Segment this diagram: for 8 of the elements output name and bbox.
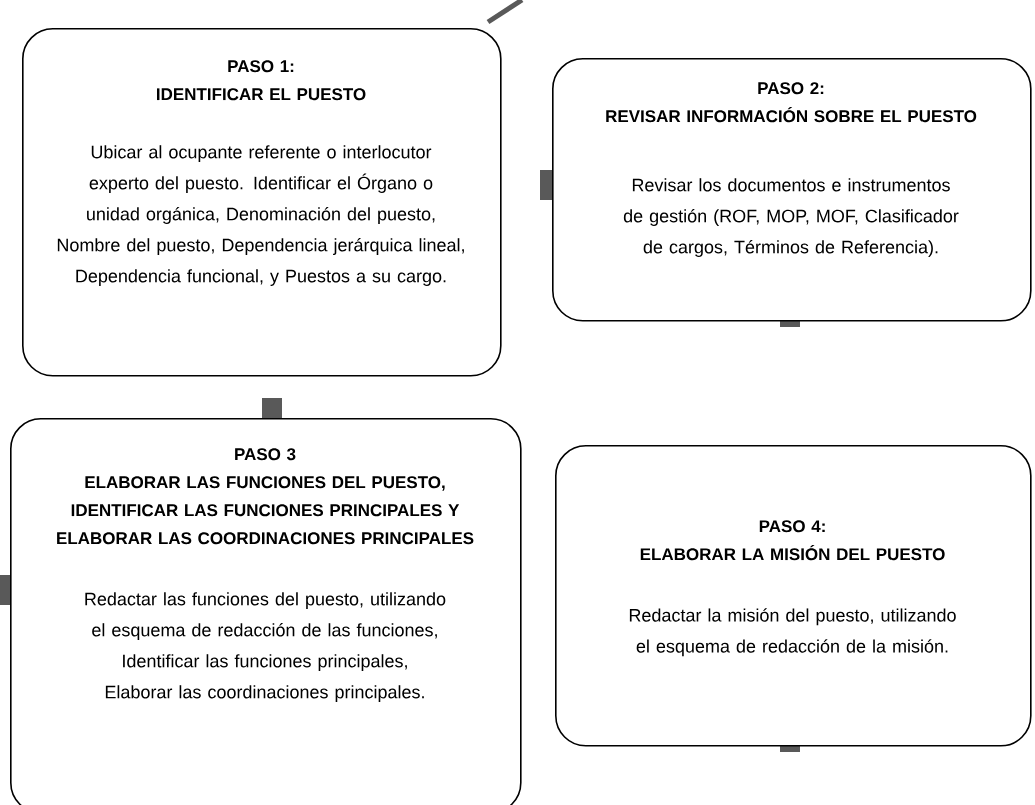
step-description: Revisar los documentos e instrumentos de gestión (ROF, MOP, MOF, Clasificador de cargos, Términos de Referencia).: [623, 178, 959, 257]
step-description: Redactar las funciones del puesto, utilizando el esquema de redacción de las funciones, Identificar las funciones principales, Elaborar las coordinaciones principales.: [85, 592, 446, 702]
step-heading: PASO 1: IDENTIFICAR EL PUESTO: [157, 60, 366, 101]
step-heading: PASO 4: ELABORAR LA MISIÓN DEL PUESTO: [640, 520, 945, 561]
step-heading: PASO 2: REVISAR INFORMACIÓN SOBRE EL PUESTO: [606, 82, 977, 123]
step-heading: PASO 3 ELABORAR LAS FUNCIONES DEL PUESTO, IDENTIFICAR LAS FUNCIONES PRINCIPALES Y ELABORAR LAS COORDINACIONES PRINCIPALES: [57, 448, 474, 545]
step-description: Redactar la misión del puesto, utilizando el esquema de redacción de la misión.: [629, 608, 956, 657]
step-description: Ubicar al ocupante referente o interlocutor experto del puesto. Identificar el Órgano o unidad orgánica, Denominación del puesto, Nombre del puesto, Dependencia jerárquica lineal, Dependencia funcional, y Puestos a su cargo.: [57, 145, 464, 286]
